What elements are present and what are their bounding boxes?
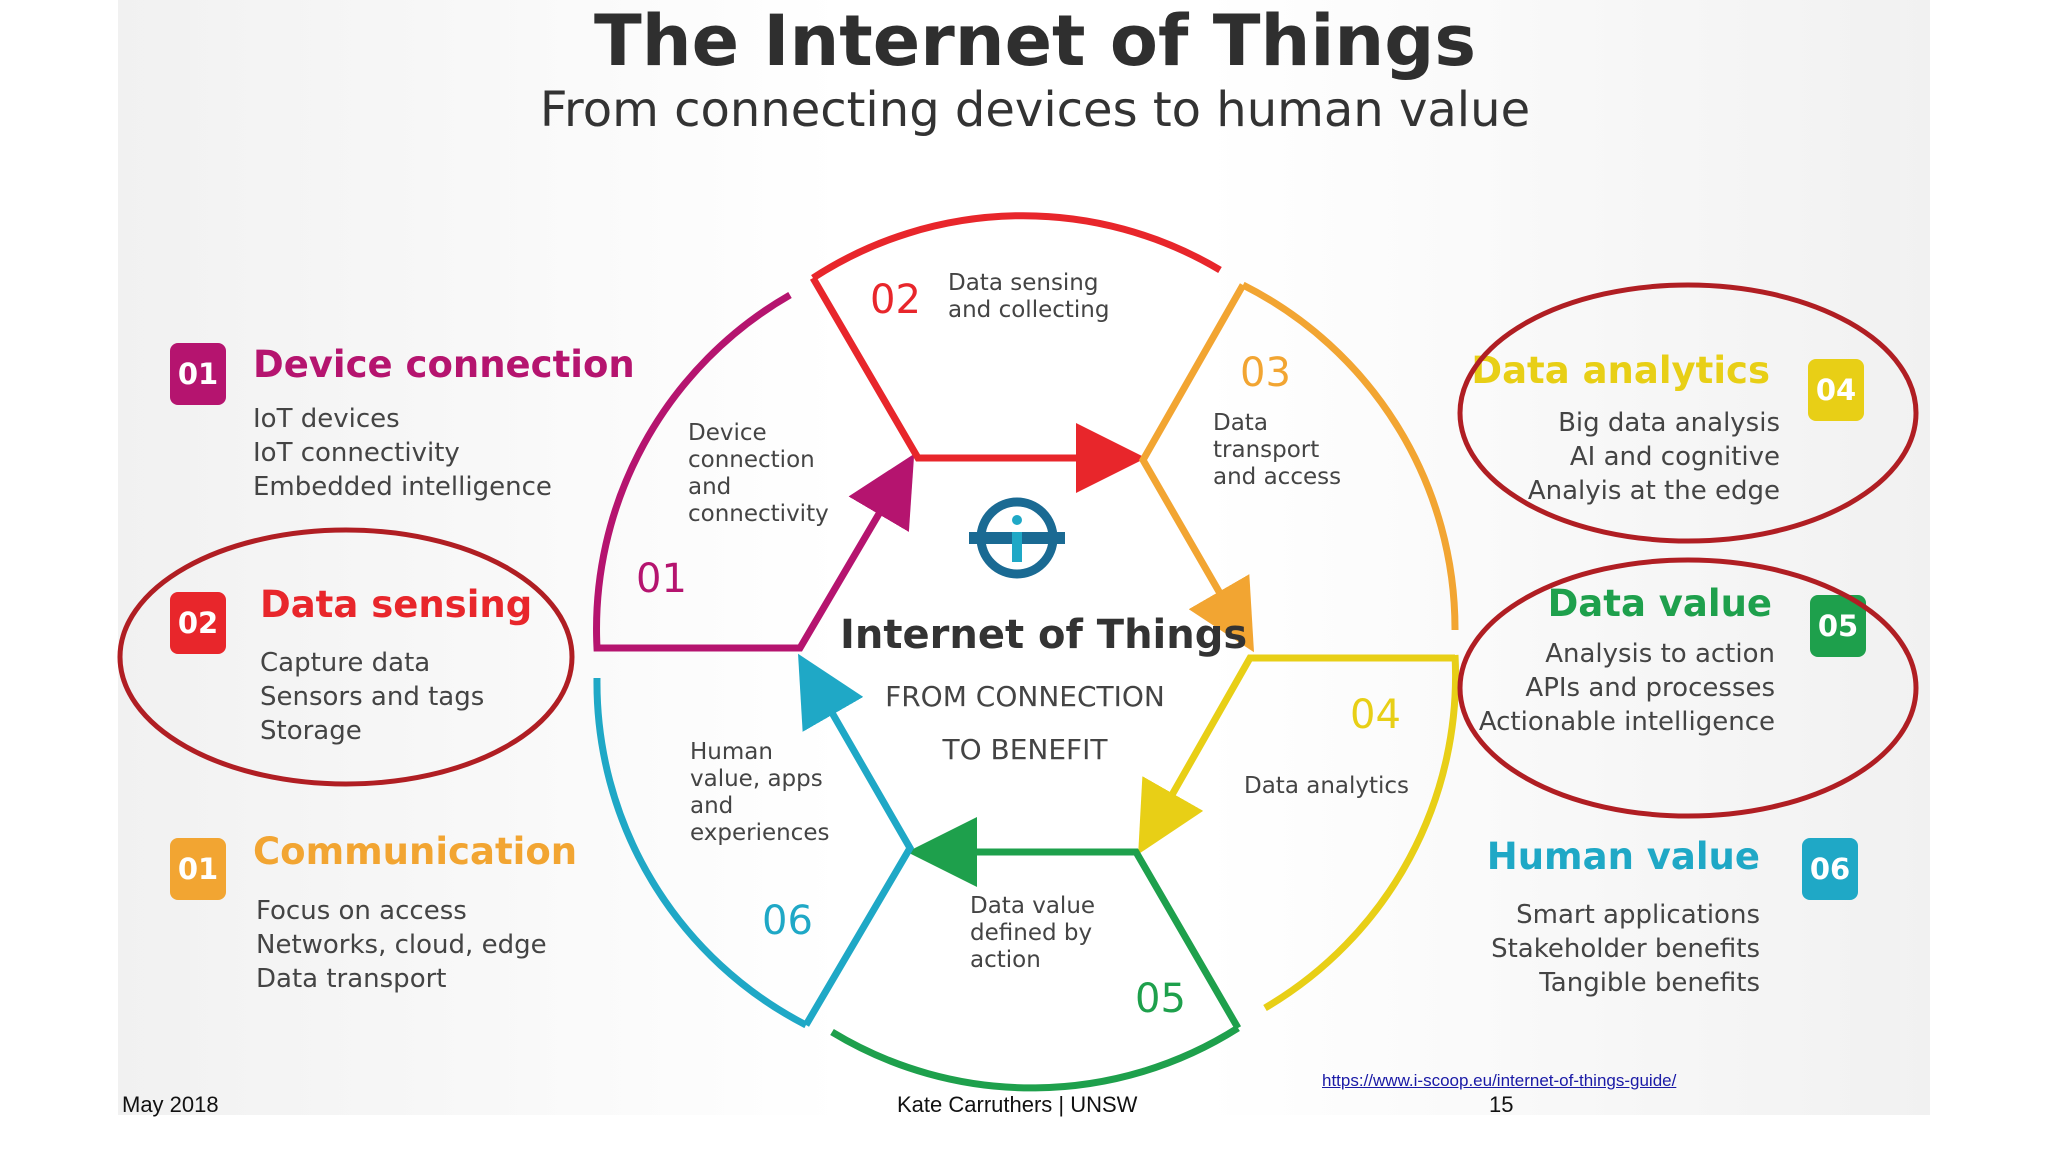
- segment-03-number: 03: [1240, 350, 1291, 396]
- segment-06-number: 06: [762, 898, 813, 944]
- segment-02-number: 02: [870, 277, 921, 323]
- left-category-02-title: Data sensing: [260, 583, 533, 626]
- left-category-01-badge: 01: [170, 343, 226, 405]
- footer-date: May 2018: [122, 1092, 219, 1117]
- segment-03-outline: [1138, 281, 1459, 630]
- right-category-05-title: Data value: [1547, 582, 1772, 625]
- highlight-ellipse-data-value: [1457, 557, 1919, 819]
- footer-author: Kate Carruthers | UNSW: [897, 1092, 1138, 1117]
- left-category-01-title: Device connection: [253, 343, 635, 386]
- image-panel: [118, 0, 1930, 1115]
- segment-01-outline: [593, 291, 915, 652]
- center-line-2: TO BENEFIT: [942, 733, 1108, 766]
- left-category-03-badge: 01: [170, 838, 226, 900]
- page-subtitle: From connecting devices to human value: [539, 82, 1531, 138]
- right-category-04-badge: 04: [1808, 359, 1864, 421]
- right-category-06-title: Human value: [1486, 835, 1760, 878]
- segment-06-outline: [593, 678, 915, 1029]
- right-category-05-badge: 05: [1810, 595, 1866, 657]
- center-title: Internet of Things: [840, 612, 1248, 658]
- right-category-06-badge: 06: [1802, 838, 1858, 900]
- highlight-ellipse-data-sensing: [117, 527, 575, 787]
- source-link[interactable]: https://www.i-scoop.eu/internet-of-thing…: [1322, 1071, 1677, 1090]
- center-line-1: FROM CONNECTION: [885, 680, 1165, 713]
- segment-05-number: 05: [1135, 976, 1186, 1022]
- page-title: The Internet of Things: [593, 0, 1476, 82]
- segment-04-text: Data analytics: [1244, 773, 1410, 799]
- segment-04-number: 04: [1350, 692, 1401, 738]
- left-category-03-title: Communication: [253, 830, 578, 873]
- left-category-02-badge: 02: [170, 592, 226, 654]
- segment-02-outline: [809, 212, 1222, 458]
- iscoop-logo-icon: [969, 497, 1065, 579]
- footer-page-number: 15: [1489, 1092, 1514, 1117]
- right-category-04-title: Data analytics: [1471, 349, 1770, 392]
- segment-01-number: 01: [636, 556, 687, 602]
- highlight-ellipse-data-analytics: [1457, 282, 1919, 544]
- segment-04-outline: [1152, 654, 1460, 1012]
- segment-05-outline: [830, 852, 1242, 1092]
